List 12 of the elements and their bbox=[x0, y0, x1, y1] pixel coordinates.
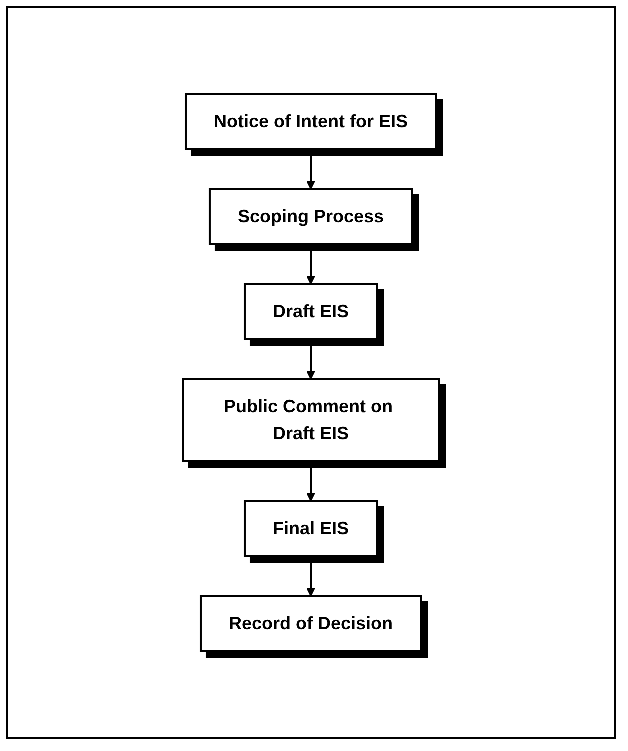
node-box bbox=[182, 378, 440, 462]
arrow bbox=[306, 556, 316, 596]
arrow bbox=[306, 244, 316, 284]
arrow bbox=[306, 149, 316, 190]
node-box bbox=[185, 93, 437, 150]
arrow bbox=[306, 461, 316, 502]
node-box bbox=[200, 595, 422, 652]
node-box bbox=[244, 283, 378, 340]
node-box bbox=[208, 188, 414, 245]
diagram-frame: Notice of Intent for EIS Scoping Process Draft EIS Public Comment on Draft EIS Final EIS Record of Decision bbox=[6, 6, 616, 739]
arrow bbox=[306, 339, 316, 380]
node-box bbox=[244, 500, 378, 557]
